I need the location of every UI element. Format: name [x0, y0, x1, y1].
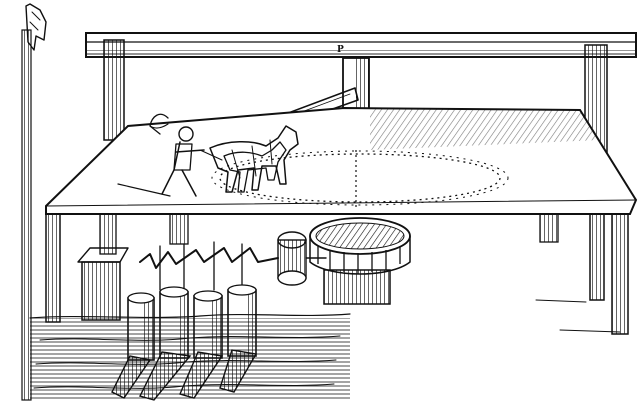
horses — [199, 125, 299, 193]
driver-figure — [149, 113, 205, 197]
gear-wheel — [309, 217, 411, 305]
intake-pipes — [111, 349, 258, 401]
pivot-label: P — [337, 45, 344, 55]
front-legs — [45, 213, 629, 335]
top-crossbeam: P — [85, 32, 637, 58]
back-posts — [103, 39, 608, 161]
crankshaft — [139, 241, 279, 291]
ground-lines — [535, 299, 621, 333]
lantern-pinion — [277, 231, 327, 286]
left-pole — [21, 3, 47, 401]
water — [29, 313, 351, 400]
platform — [45, 106, 638, 215]
valve-box — [77, 247, 129, 321]
